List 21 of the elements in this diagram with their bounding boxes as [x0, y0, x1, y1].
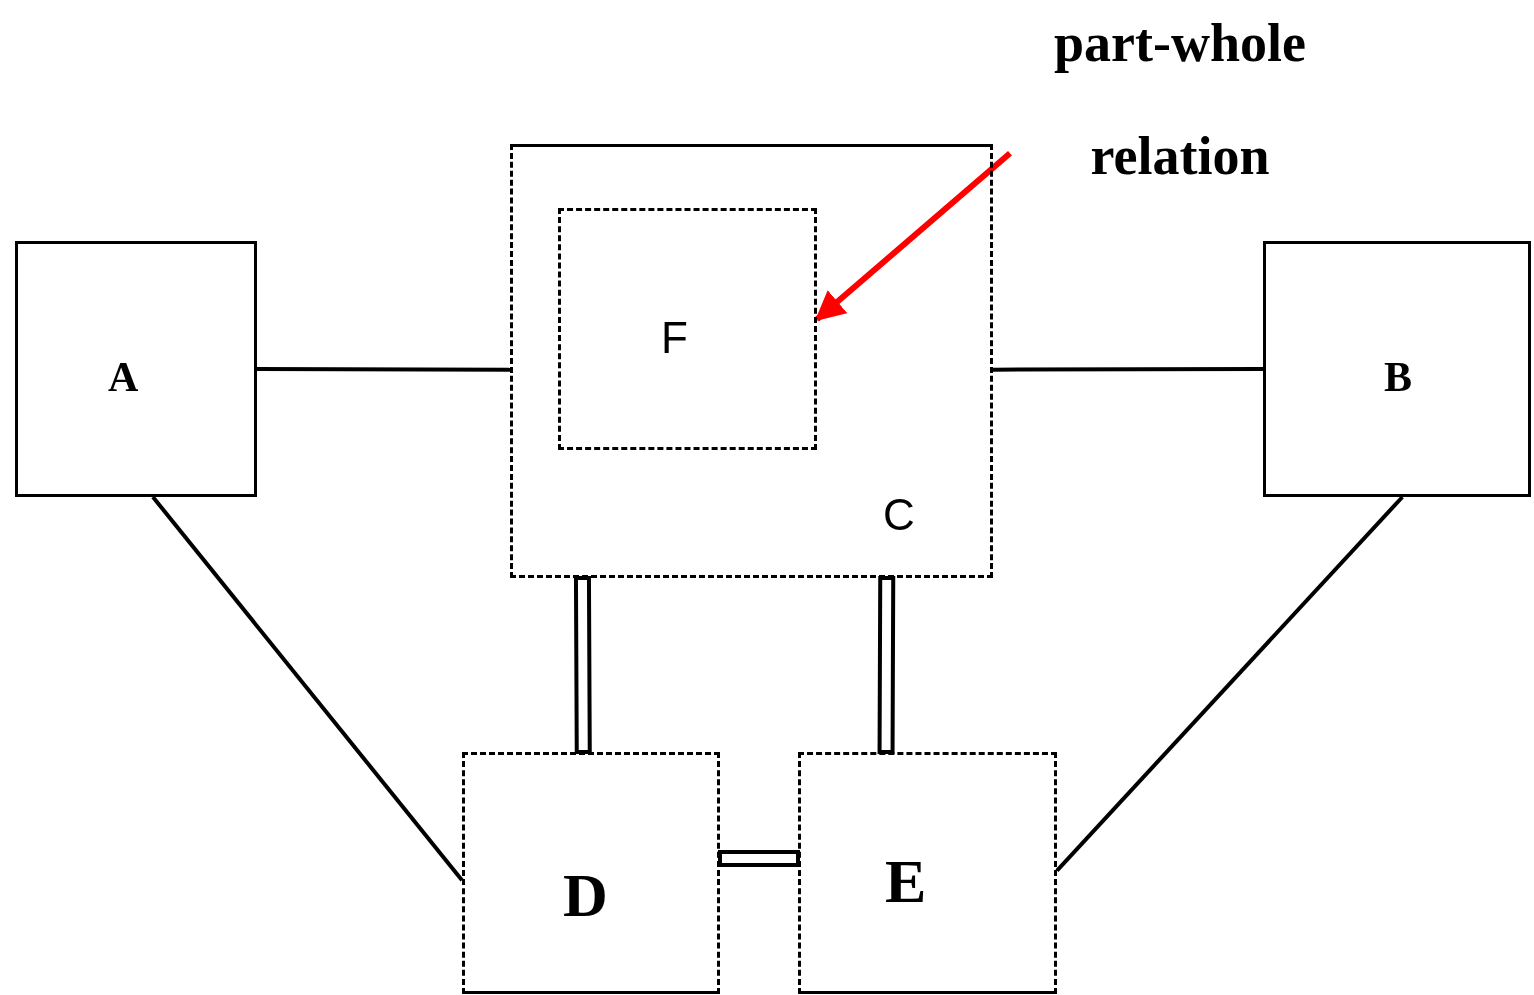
process-box [462, 752, 720, 994]
connector-line [993, 367, 1263, 372]
arrow [814, 150, 1012, 322]
connector-line [573, 575, 592, 755]
box-label: F [661, 312, 688, 364]
connector-line [257, 367, 510, 372]
box-label: E [885, 846, 927, 917]
connector-line [1055, 495, 1404, 872]
box-label: C [883, 489, 915, 541]
box-label: B [1384, 353, 1412, 402]
connector-line [877, 575, 896, 755]
process-box [558, 208, 817, 450]
process-box [798, 752, 1057, 994]
box-label: D [563, 860, 608, 931]
process-box [510, 144, 993, 578]
connector-line [718, 850, 800, 867]
process-box [1263, 241, 1531, 497]
connector-line [151, 495, 464, 882]
annotation-text: part-whole relation [1053, 12, 1307, 188]
box-label: A [108, 353, 139, 402]
process-box [15, 241, 257, 497]
